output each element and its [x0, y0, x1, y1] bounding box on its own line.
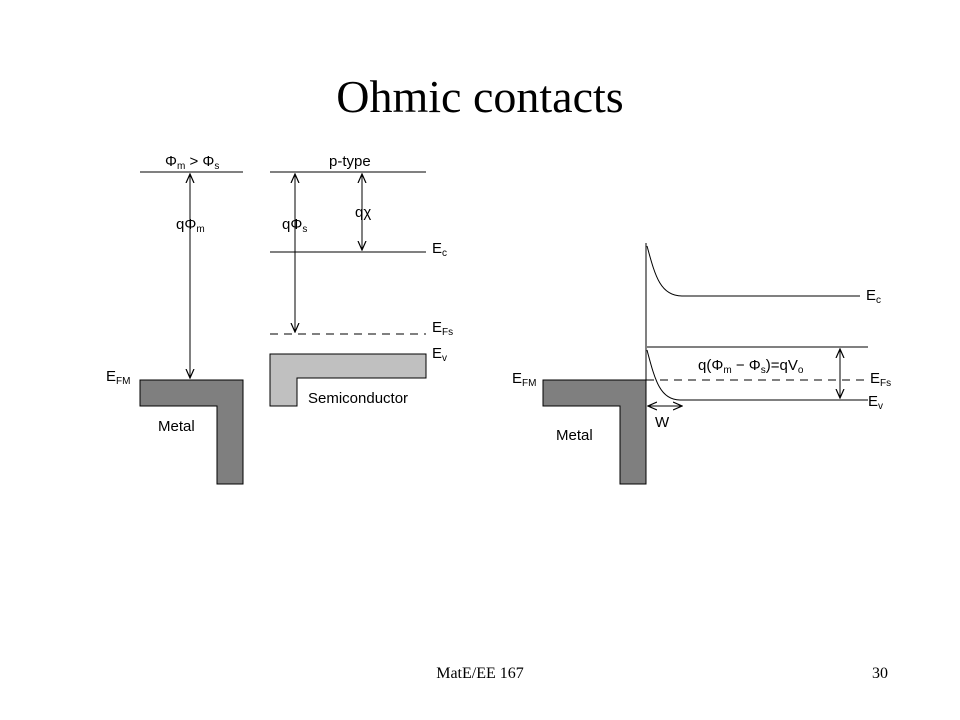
metal-block [139, 379, 244, 485]
ev-label: Ev [432, 345, 447, 364]
footer-course: MatE/EE 167 [436, 665, 524, 682]
efs-label-contact: EFs [870, 370, 891, 389]
semiconductor-work-function-label: qΦs [282, 216, 307, 235]
electron-affinity-label: qχ [355, 204, 371, 221]
efs-label: EFs [432, 319, 453, 338]
ec-label: Ec [432, 240, 447, 259]
slide-title: Ohmic contacts [336, 71, 624, 122]
page-number: 30 [872, 665, 888, 682]
semiconductor-label: Semiconductor [308, 390, 408, 407]
semiconductor-type-label: p-type [329, 153, 371, 170]
semiconductor-valence-block [269, 353, 427, 407]
left-band-diagram: Φm > Φs qΦm EFM Metal p-type qΦs qχ Ec [106, 153, 453, 485]
ec-label-contact: Ec [866, 287, 881, 306]
barrier-height-label: q(Φm − Φs)=qVo [698, 357, 804, 376]
right-band-diagram: EFM Metal Ec Ev EFs q(Φm − Φs)=qVo W [512, 243, 891, 485]
metal-label-contact: Metal [556, 427, 593, 444]
depletion-width-label: W [655, 414, 670, 431]
conduction-band-edge-contact [646, 245, 860, 297]
metal-label: Metal [158, 418, 195, 435]
work-function-condition: Φm > Φs [165, 153, 219, 172]
efm-label: EFM [106, 368, 130, 387]
valence-band-edge-contact [646, 349, 868, 401]
efm-label-contact: EFM [512, 370, 536, 389]
ev-label-contact: Ev [868, 393, 883, 412]
metal-work-function-label: qΦm [176, 216, 205, 235]
